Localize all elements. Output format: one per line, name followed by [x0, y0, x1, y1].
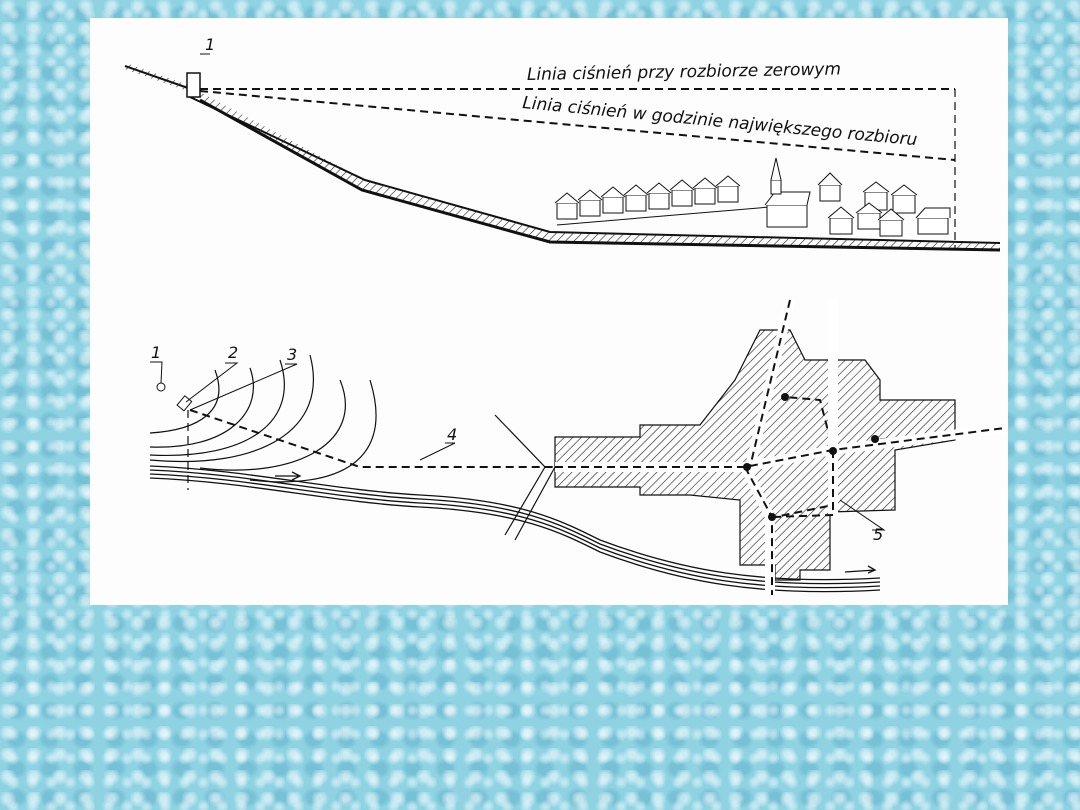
- flow-arrow: [844, 565, 877, 574]
- town-houses: [554, 157, 951, 237]
- flow-arrow: [275, 471, 302, 481]
- contour-lines: [149, 354, 377, 483]
- pump-station: [176, 395, 193, 412]
- tower-label: 1: [205, 35, 215, 54]
- plan-label-5: 5: [873, 525, 883, 544]
- plan-label-2: 2: [228, 343, 238, 362]
- terrain-profile: [124, 63, 1001, 252]
- intake-point: [156, 382, 166, 392]
- plan-label-3: 3: [287, 345, 297, 364]
- plan-label-4: 4: [447, 425, 457, 444]
- river: [149, 465, 881, 593]
- bridge-road: [494, 414, 556, 541]
- junction-nodes: [743, 393, 879, 521]
- water-tower: [186, 72, 201, 98]
- pressure-line-zero-label: Linia ciśnień przy rozbiorze zerowym: [527, 60, 841, 85]
- pressure-line-peak-label: Linia ciśnień w godzinie największego ro…: [522, 93, 919, 150]
- plan-label-1: 1: [151, 343, 161, 362]
- leader-lines: [150, 361, 886, 531]
- pressure-lines: [199, 88, 956, 248]
